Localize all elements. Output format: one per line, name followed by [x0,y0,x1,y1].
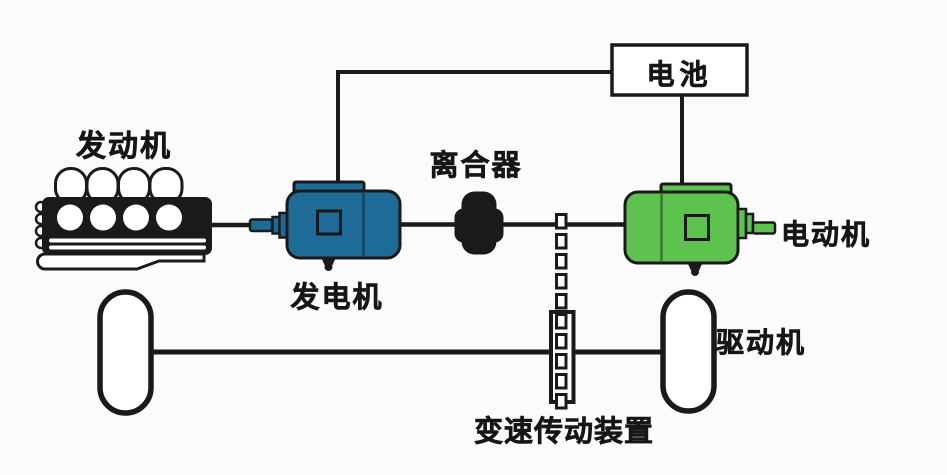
engine-label: 发动机 [76,129,172,165]
motor-body [623,190,740,265]
motor-nameplate [684,214,710,241]
generator-foot-nub [324,263,333,271]
engine-oil-pan [36,252,206,271]
generator-nameplate [316,209,342,236]
engine-cylinder [90,204,116,231]
motor-shaft-bar [751,221,777,235]
generator-coupler [248,218,274,233]
chain-link [555,213,568,230]
wire-generator-to-battery [336,70,612,190]
chain-link [555,233,568,250]
engine-stripe [49,238,206,243]
engine-icon [34,167,212,271]
clutch-band [454,208,504,243]
transmission-label: 变速传动装置 [473,414,654,449]
engine-stripe [49,245,206,250]
chain-icon [555,213,568,410]
generator-foot [321,257,336,265]
motor-foot [687,263,703,271]
engine-cylinder [123,204,149,231]
right-wheel [660,289,717,414]
engine-cylinder [57,204,83,231]
motor-foot-nub [691,268,699,276]
chain-link [555,293,568,310]
generator-label: 发电机 [290,280,384,315]
engine-cylinder [156,204,182,231]
battery-box [610,43,749,97]
electric-motor-icon [623,182,777,276]
chain-link [555,373,568,390]
generator-body [285,189,402,260]
battery-label: 电池 [646,58,713,92]
chain-link [555,353,568,370]
chain-link [555,273,568,290]
electric-motor-label: 电动机 [781,218,872,252]
clutch-label: 离合器 [429,148,523,183]
drive-wheel-label: 驱动机 [716,326,807,360]
chain-link [555,313,568,330]
clutch-icon [454,191,504,255]
chain-link [555,333,568,350]
left-wheel [97,289,154,416]
generator-icon [248,180,402,271]
chain-link [555,253,568,270]
chain-link [555,393,568,410]
